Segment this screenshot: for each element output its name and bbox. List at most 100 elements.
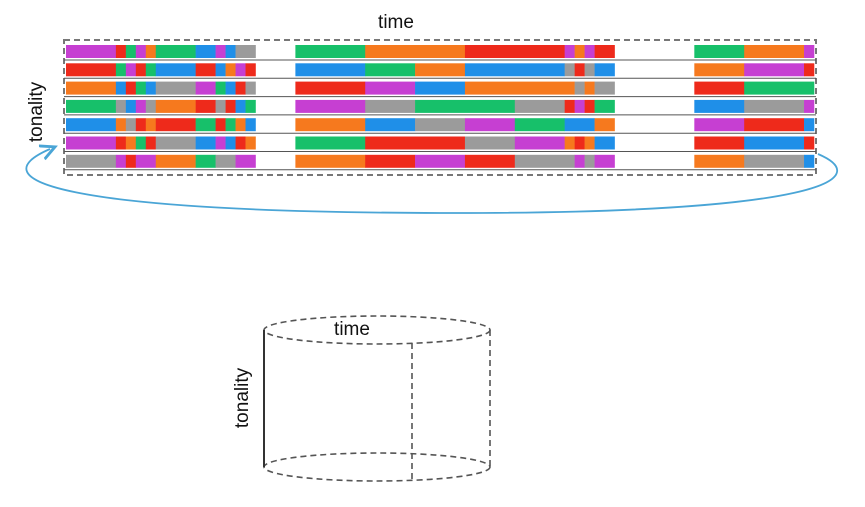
grid-cell xyxy=(584,99,595,113)
grid-border xyxy=(63,39,817,176)
grid-cell xyxy=(365,99,416,113)
grid-cell xyxy=(295,136,366,150)
grid-cell xyxy=(365,63,416,77)
grid-cell xyxy=(66,99,117,113)
grid-cell xyxy=(145,63,157,77)
cylinder-top-ellipse xyxy=(263,315,491,345)
grid-cell xyxy=(115,99,127,113)
grid-cell xyxy=(574,81,585,95)
grid-cell xyxy=(235,63,246,77)
grid-cell xyxy=(215,63,226,77)
grid-cell xyxy=(464,81,575,95)
grid-cell xyxy=(215,154,236,168)
grid-cell xyxy=(155,118,196,132)
grid-cell xyxy=(215,118,226,132)
grid-cell xyxy=(225,63,236,77)
cylinder-tonality-label: tonality xyxy=(232,367,253,428)
grid-cell xyxy=(694,136,745,150)
grid-row-lines xyxy=(64,59,816,171)
grid-cell xyxy=(245,136,256,150)
grid-cell xyxy=(464,136,516,150)
grid-cell xyxy=(195,63,216,77)
grid-cell xyxy=(245,81,256,95)
grid-cell xyxy=(594,154,615,168)
grid-cell xyxy=(155,136,196,150)
grid-cell xyxy=(195,81,216,95)
grid-cell xyxy=(464,118,516,132)
grid-cell xyxy=(155,99,196,113)
grid-cell xyxy=(66,118,117,132)
grid-cell xyxy=(195,118,216,132)
grid-cell xyxy=(66,136,117,150)
grid-cell xyxy=(115,45,127,58)
grid-cell xyxy=(195,154,216,168)
grid-cell xyxy=(594,136,615,150)
grid-cell xyxy=(365,45,466,58)
grid-cell xyxy=(225,99,236,113)
grid-cell xyxy=(594,45,615,58)
grid-cell xyxy=(195,136,216,150)
grid-cell xyxy=(245,63,256,77)
grid-cell xyxy=(235,99,246,113)
grid-cell xyxy=(744,154,805,168)
grid-cell xyxy=(115,154,127,168)
grid-cell xyxy=(145,81,157,95)
grid-cell xyxy=(804,136,815,150)
grid-cell xyxy=(464,63,565,77)
grid-cell xyxy=(804,154,815,168)
grid-cell xyxy=(225,81,236,95)
grid-cell xyxy=(415,81,466,95)
grid-cell xyxy=(464,45,565,58)
grid-cell xyxy=(564,45,575,58)
grid-cell xyxy=(694,45,745,58)
tonality-time-cylinder xyxy=(263,315,491,482)
grid-cell xyxy=(415,118,466,132)
grid-cell xyxy=(135,81,147,95)
grid-cell xyxy=(135,118,147,132)
grid-cell xyxy=(584,136,595,150)
grid-cell xyxy=(594,81,615,95)
cylinder-time-label: time xyxy=(334,319,370,340)
grid-cell xyxy=(235,81,246,95)
grid-cell xyxy=(135,45,147,58)
grid-cell xyxy=(125,154,137,168)
grid-cell xyxy=(125,63,137,77)
grid-cell xyxy=(295,154,366,168)
grid-cell xyxy=(744,136,805,150)
grid-cell xyxy=(115,63,127,77)
grid-cell xyxy=(295,99,366,113)
grid-cell xyxy=(125,118,137,132)
grid-cell xyxy=(215,99,226,113)
grid-cell xyxy=(694,99,745,113)
grid-cell xyxy=(365,81,416,95)
grid-cell xyxy=(744,81,815,95)
grid-cell xyxy=(574,154,585,168)
grid-cell xyxy=(804,45,815,58)
grid-cell xyxy=(744,118,805,132)
grid-cell xyxy=(195,45,216,58)
grid-cell xyxy=(115,118,127,132)
grid-cell xyxy=(584,154,595,168)
grid-cell xyxy=(514,99,565,113)
grid-cell xyxy=(574,99,585,113)
grid-cell xyxy=(744,45,805,58)
grid-cell xyxy=(415,154,466,168)
grid-cell xyxy=(804,118,815,132)
grid-cell xyxy=(215,45,226,58)
grid-cell xyxy=(574,45,585,58)
grid-cell xyxy=(694,63,745,77)
grid-cell xyxy=(135,99,147,113)
grid-cell xyxy=(115,136,127,150)
grid-cell xyxy=(125,45,137,58)
grid-cell xyxy=(564,136,575,150)
grid-cell xyxy=(125,99,137,113)
grid-cell xyxy=(235,45,256,58)
grid-cell xyxy=(215,81,226,95)
grid-cell xyxy=(365,154,416,168)
grid-cell xyxy=(145,45,157,58)
grid-cell xyxy=(215,136,226,150)
grid-cell xyxy=(574,136,585,150)
grid-cell xyxy=(295,63,366,77)
grid-cell xyxy=(155,45,196,58)
grid-cell xyxy=(415,99,516,113)
